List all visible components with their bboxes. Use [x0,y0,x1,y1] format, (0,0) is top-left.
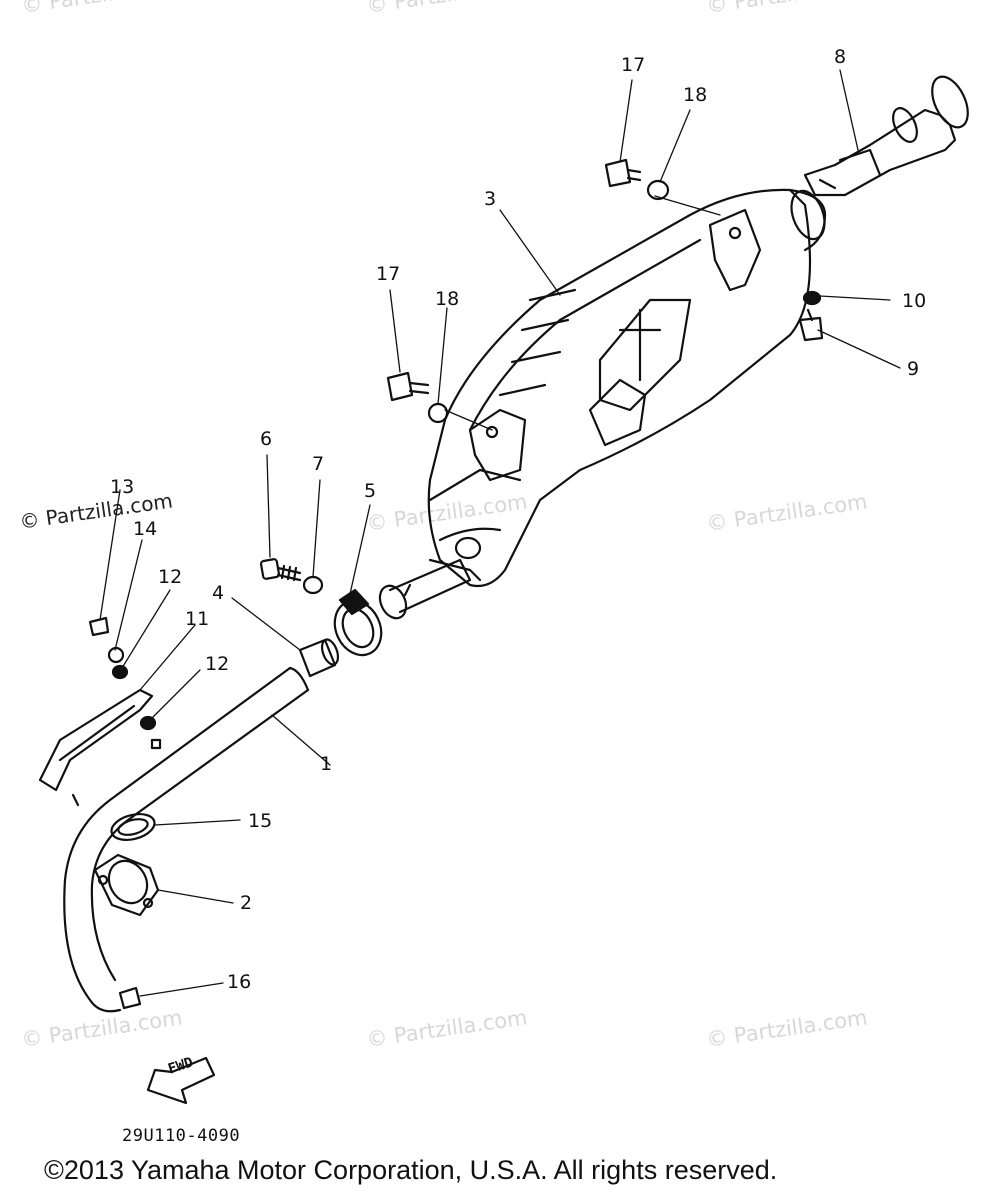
callout-15: 15 [248,810,273,832]
bolt-6 [259,558,324,595]
exhaust-pipe [63,666,310,1013]
callout-12: 12 [205,653,230,675]
diagram-code: 29U110-4090 [122,1126,241,1146]
inlet-pipe [378,558,472,620]
callout-11: 11 [185,608,210,630]
muffler-body [427,188,827,588]
tail-pipe [803,75,969,197]
callout-13: 13 [110,476,135,498]
callout-18: 18 [683,84,708,106]
callout-5: 5 [364,480,377,502]
callout-16: 16 [227,971,252,993]
callout-12: 12 [158,566,183,588]
callout-9: 9 [907,358,920,380]
sleeve [298,638,340,678]
callout-1: 1 [320,753,333,775]
callout-8: 8 [834,46,847,68]
callout-17: 17 [621,54,646,76]
callout-2: 2 [240,892,253,914]
copyright-notice: ©2013 Yamaha Motor Corporation, U.S.A. A… [44,1155,778,1185]
callout-7: 7 [312,453,325,475]
callout-4: 4 [212,582,225,604]
callout-18: 18 [435,288,460,310]
callout-6: 6 [260,428,273,450]
callout-14: 14 [133,518,158,540]
gasket-ring [110,812,156,842]
callout-3: 3 [484,188,497,210]
callout-17: 17 [376,263,401,285]
callout-10: 10 [902,290,927,312]
protector [38,688,154,792]
clamp [333,588,383,657]
flange [93,853,160,917]
